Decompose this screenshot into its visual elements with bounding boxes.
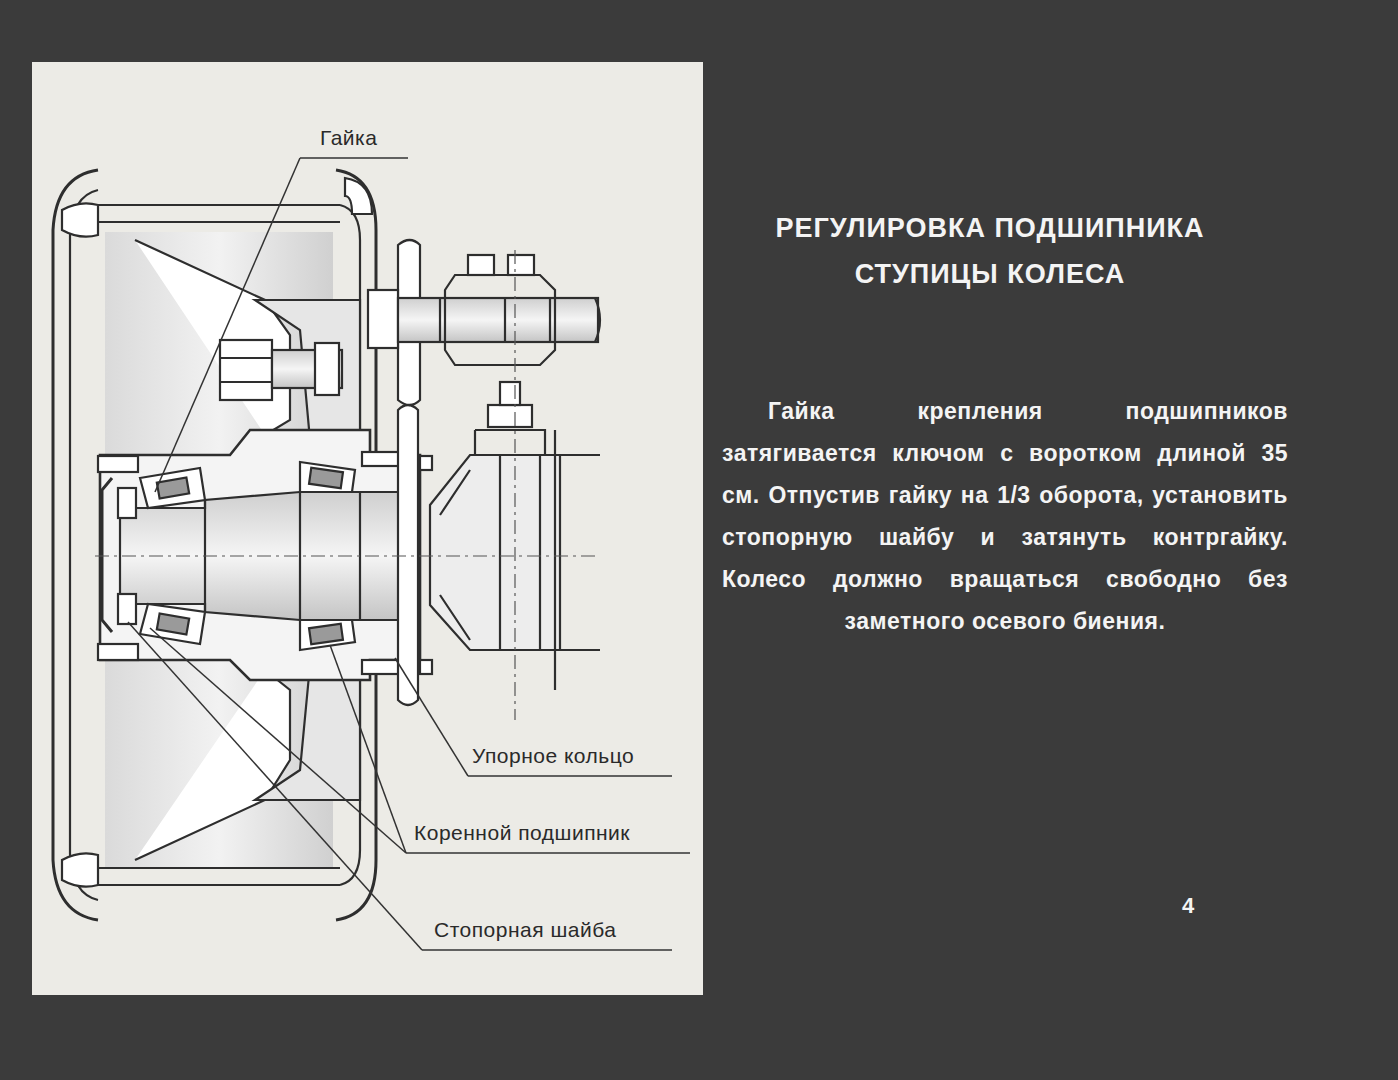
page-number: 4 bbox=[1182, 893, 1194, 919]
part-label: Стопорная шайба bbox=[434, 918, 616, 942]
instruction-text: Гайка крепления подшипников затягивается… bbox=[722, 390, 1288, 642]
part-label: Коренной подшипник bbox=[414, 821, 630, 845]
part-label: Упорное кольцо bbox=[472, 744, 634, 768]
slide-title: РЕГУЛИРОВКА ПОДШИПНИКА СТУПИЦЫ КОЛЕСА bbox=[755, 205, 1225, 297]
part-label: Гайка bbox=[320, 126, 377, 150]
